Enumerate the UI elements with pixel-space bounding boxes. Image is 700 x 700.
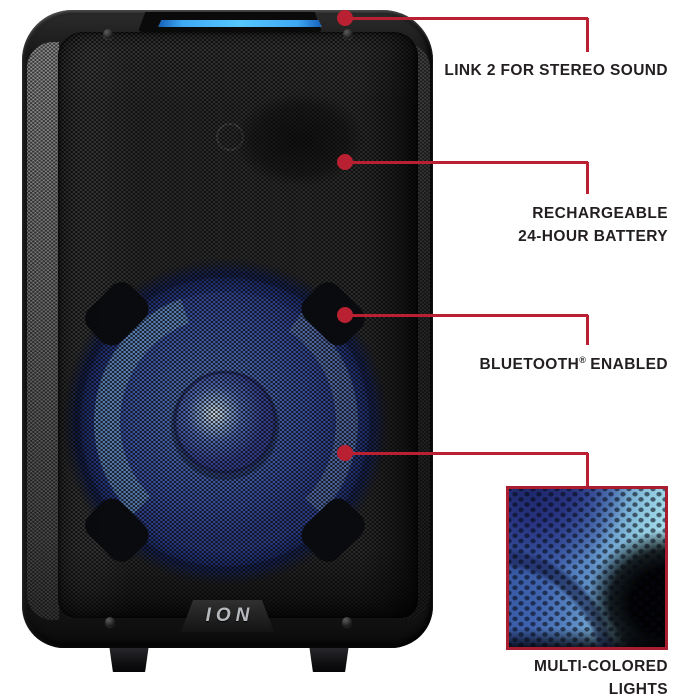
callout-dot-lights [337, 445, 353, 461]
callout-line [345, 160, 588, 164]
top-led-strip [158, 20, 322, 27]
screw-icon [342, 617, 352, 627]
callout-label-bluetooth: BLUETOOTH®ENABLED [479, 355, 668, 374]
callout-line [585, 18, 589, 52]
grille-vignette [58, 32, 418, 618]
brand-logo: ION [205, 605, 255, 626]
callout-dot-stereo [337, 10, 353, 26]
grille-mesh-pattern [58, 32, 418, 618]
front-grille [58, 32, 418, 618]
inset-zoom-box [506, 486, 668, 650]
side-grille-left [27, 42, 59, 620]
callout-line [585, 162, 589, 194]
callout-line [585, 453, 589, 486]
callout-label-lights: MULTI-COLORED LIGHTS [533, 658, 668, 698]
screw-icon [105, 617, 115, 627]
callout-line [345, 16, 588, 20]
screw-icon [343, 29, 353, 39]
brand-badge: ION [181, 600, 274, 632]
callout-dot-battery [337, 154, 353, 170]
callout-line [585, 315, 589, 345]
screw-icon [103, 29, 113, 39]
callout-label-stereo: LINK 2 FOR STEREO SOUND [444, 62, 668, 79]
callout-label-battery: RECHARGEABLE 24-HOUR BATTERY [518, 205, 668, 245]
speaker-foot-right [309, 646, 349, 672]
callout-line [345, 451, 588, 455]
speaker: ION [22, 10, 433, 648]
callout-dot-bluetooth [337, 307, 353, 323]
speaker-foot-left [109, 646, 149, 672]
callout-line [345, 313, 588, 317]
